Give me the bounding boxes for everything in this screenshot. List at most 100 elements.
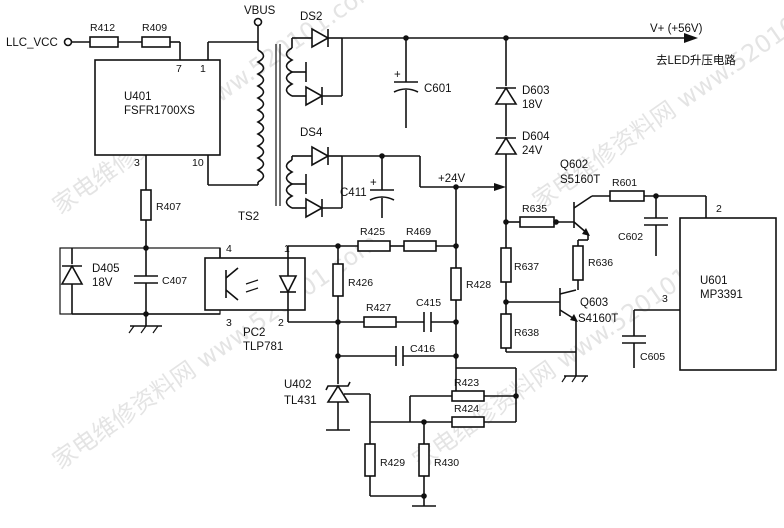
resistor-r469 [403, 240, 437, 252]
r637-label: R637 [514, 261, 539, 273]
pc2-pin1: 1 [284, 243, 290, 255]
to-led-label: 去LED升压电路 [656, 53, 736, 67]
c605-label: C605 [640, 351, 665, 363]
c411-plus: + [370, 177, 377, 189]
llc-vcc-input: LLC_VCC R412 R409 [6, 22, 181, 60]
r430-label: R430 [434, 457, 459, 469]
u601-ref: U601 [700, 275, 728, 287]
d604-ref: D604 [522, 131, 550, 143]
r407-label: R407 [156, 201, 181, 213]
vbus-terminal [253, 17, 263, 27]
ds4-lower-triangle [305, 197, 324, 219]
resistor-r412 [89, 36, 119, 48]
transistor-stage: Q602 S5160T R635 R637 R638 R636 Q603 S41… [500, 159, 618, 383]
d603-value: 18V [522, 99, 543, 111]
u401-body [94, 59, 221, 156]
resistor-r429 [364, 443, 376, 477]
rail-24v: +24V [342, 153, 506, 191]
c415-label: C415 [416, 297, 441, 309]
capacitor-c411: + C411 [340, 156, 395, 218]
d405-ref: D405 [92, 263, 120, 275]
llc-vcc-label: LLC_VCC [6, 37, 58, 49]
ds4-label: DS4 [300, 127, 323, 139]
rail-56v-arrow [684, 33, 698, 43]
ds2-label: DS2 [300, 11, 322, 23]
r409-label: R409 [142, 22, 167, 34]
c601-label: C601 [424, 83, 452, 95]
q603-ref: Q603 [580, 297, 608, 309]
resistor-r636 [572, 245, 584, 281]
resistor-r638 [500, 313, 512, 349]
resistor-r423 [451, 390, 485, 402]
feedback-network: R425 R469 R426 R427 C415 R428 [284, 187, 519, 507]
c416-label: C416 [410, 343, 435, 355]
ts2-secondary-2 [285, 159, 294, 209]
r426-label: R426 [348, 277, 373, 289]
resistor-r430 [418, 443, 430, 477]
u401-pin10: 10 [192, 157, 204, 169]
r638-label: R638 [514, 327, 539, 339]
r428-label: R428 [466, 279, 491, 291]
u601-part: MP3391 [700, 289, 743, 301]
r412-label: R412 [90, 22, 115, 34]
resistor-r409 [141, 36, 171, 48]
u402-ref: U402 [284, 379, 312, 391]
q602-ref: Q602 [560, 159, 588, 171]
resistor-r427 [363, 316, 397, 328]
d405-triangle [60, 264, 84, 285]
r469-label: R469 [406, 226, 431, 238]
ts2-primary-winding [256, 49, 265, 183]
pc2-pin2: 2 [278, 317, 284, 329]
ds2-lower-triangle [305, 85, 324, 107]
u601-pin2: 2 [716, 203, 722, 215]
c601-plus: + [394, 69, 401, 81]
vplus-label: V+ (+56V) [650, 23, 703, 35]
r427-label: R427 [366, 302, 391, 314]
ic-u401: U401 FSFR1700XS 7 1 3 10 [94, 41, 258, 190]
llc-vcc-terminal [63, 37, 73, 47]
u402-part: TL431 [284, 395, 317, 407]
ts2-label: TS2 [238, 211, 259, 223]
r424-label: R424 [454, 403, 479, 415]
resistor-r635 [519, 216, 555, 228]
resistor-r637 [500, 247, 512, 283]
u601-pin3: 3 [662, 293, 668, 305]
transformer-ts2: VBUS TS2 [238, 5, 307, 223]
pc2-pin3: 3 [226, 317, 232, 329]
ds4-upper-triangle [311, 145, 330, 167]
diode-ds2: DS2 [300, 11, 343, 107]
ds2-upper-triangle [311, 27, 330, 49]
c602-label: C602 [618, 231, 643, 243]
r636-label: R636 [588, 257, 613, 269]
pc2-ref: PC2 [243, 327, 265, 339]
resistor-r425 [357, 240, 391, 252]
r423-label: R423 [454, 377, 479, 389]
q602-part: S5160T [560, 174, 600, 186]
pc2-part: TLP781 [243, 341, 283, 353]
vbus-label: VBUS [244, 5, 276, 17]
r429-label: R429 [380, 457, 405, 469]
u401-pin3: 3 [134, 157, 140, 169]
capacitor-c601: + C601 [393, 38, 452, 128]
diode-ds4: DS4 [300, 127, 343, 219]
plus24-label: +24V [438, 173, 466, 185]
resistor-r424 [451, 416, 485, 428]
resistor-r407-group: R407 [140, 189, 181, 251]
resistor-r426 [332, 263, 344, 297]
r635-label: R635 [522, 203, 547, 215]
resistor-r601 [609, 190, 645, 202]
u401-pin1: 1 [200, 63, 206, 75]
d603-ref: D603 [522, 85, 550, 97]
d604-triangle [494, 136, 518, 155]
d405-c407-group: D405 18V C407 [59, 247, 221, 334]
mp3391-stage: R601 C602 2 3 U601 MP3391 C605 [609, 177, 777, 371]
r601-label: R601 [612, 177, 637, 189]
d604-value: 24V [522, 145, 543, 157]
rail-56v: V+ (+56V) 去LED升压电路 [342, 23, 736, 67]
u601-body [679, 217, 777, 371]
c407-label: C407 [162, 275, 187, 287]
resistor-r407 [140, 189, 152, 221]
resistor-r428 [450, 267, 462, 301]
u401-part: FSFR1700XS [124, 105, 195, 117]
